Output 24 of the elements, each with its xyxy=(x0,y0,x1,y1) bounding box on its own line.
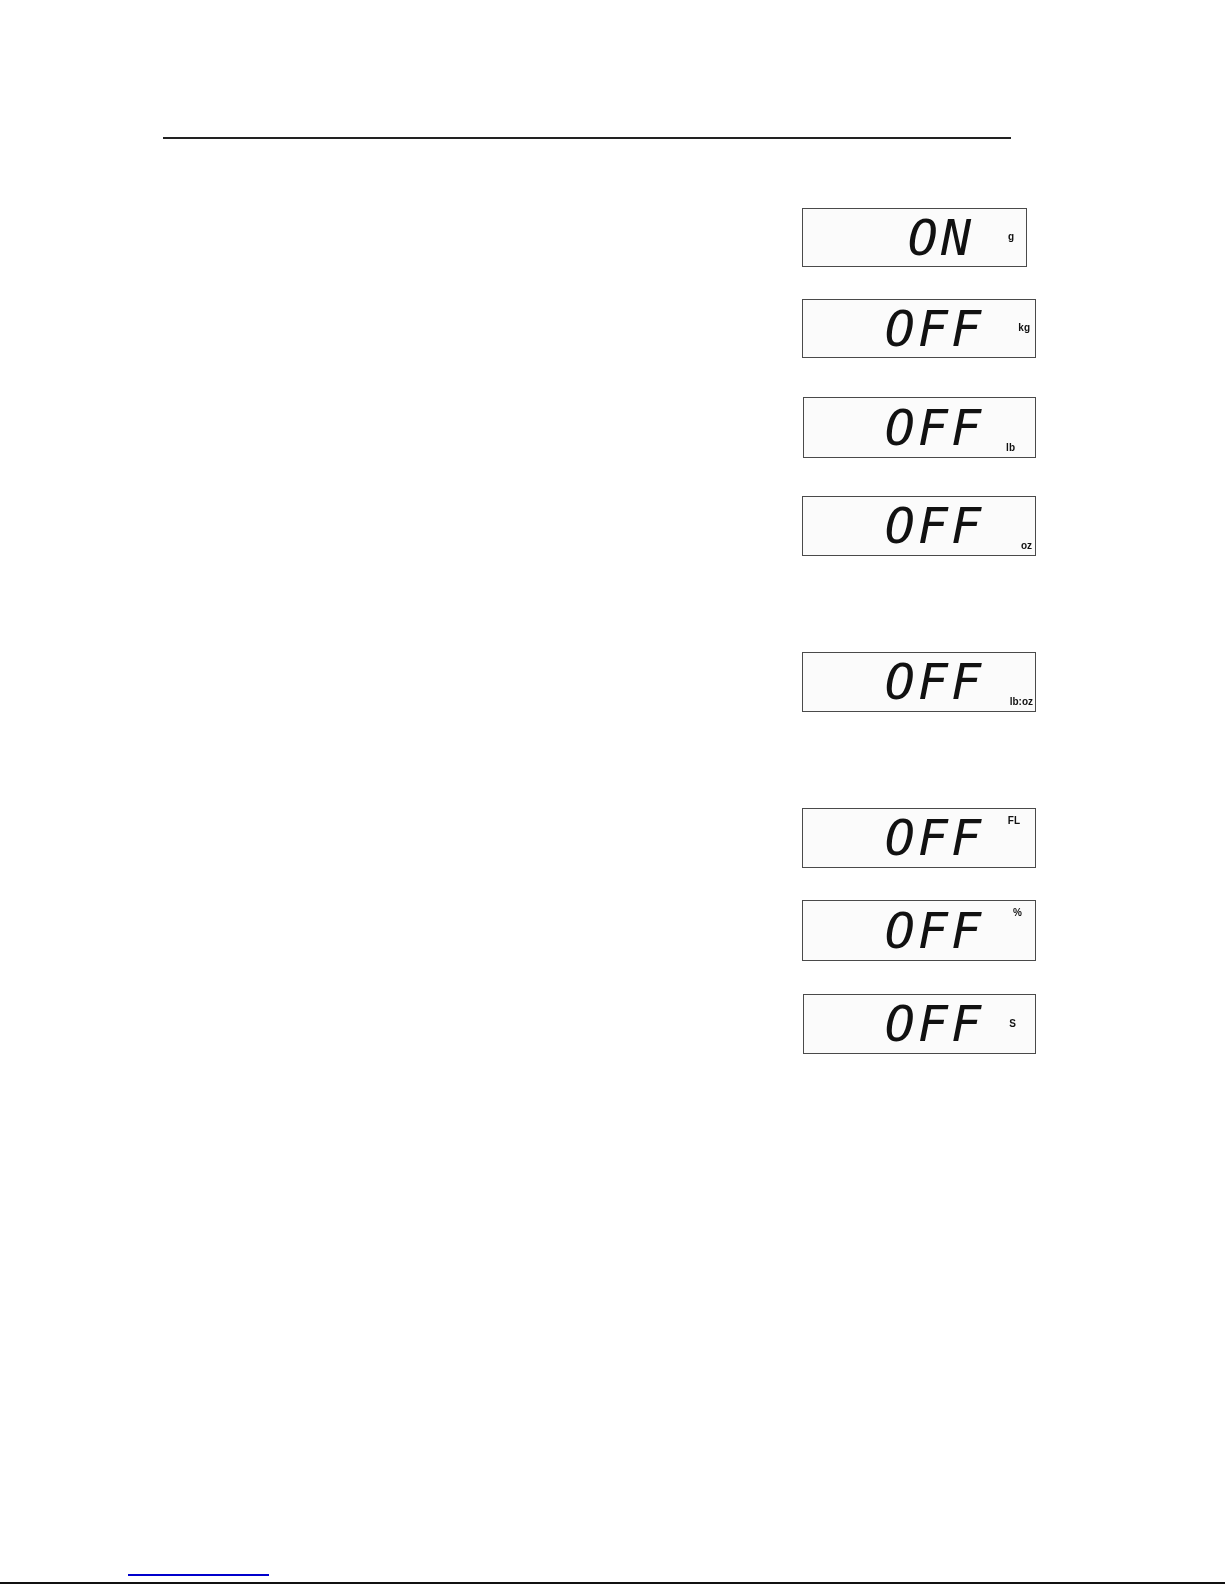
display-reading: ON xyxy=(907,213,974,263)
display-reading: OFF xyxy=(884,403,984,453)
display-reading: OFF xyxy=(884,304,984,354)
unit-label: FL xyxy=(1007,815,1020,826)
unit-label: g xyxy=(1007,231,1014,242)
lcd-display xyxy=(802,652,1036,712)
display-reading: OFF xyxy=(884,657,984,707)
lcd-display xyxy=(803,994,1036,1054)
lcd-display xyxy=(803,397,1036,458)
unit-label: S xyxy=(1009,1018,1016,1029)
display-reading: OFF xyxy=(884,906,984,956)
lcd-display xyxy=(802,208,1027,267)
lcd-display xyxy=(802,299,1036,358)
unit-label: lb:oz xyxy=(1009,696,1033,707)
unit-label: lb xyxy=(1006,442,1015,453)
unit-label: kg xyxy=(1018,322,1030,333)
display-reading: OFF xyxy=(884,501,984,551)
lcd-display xyxy=(802,808,1036,868)
unit-label: oz xyxy=(1020,540,1032,551)
lcd-display xyxy=(802,496,1036,556)
display-reading: OFF xyxy=(884,999,984,1049)
display-reading: OFF xyxy=(884,813,984,863)
lcd-display xyxy=(802,900,1036,961)
unit-label: % xyxy=(1013,907,1022,918)
